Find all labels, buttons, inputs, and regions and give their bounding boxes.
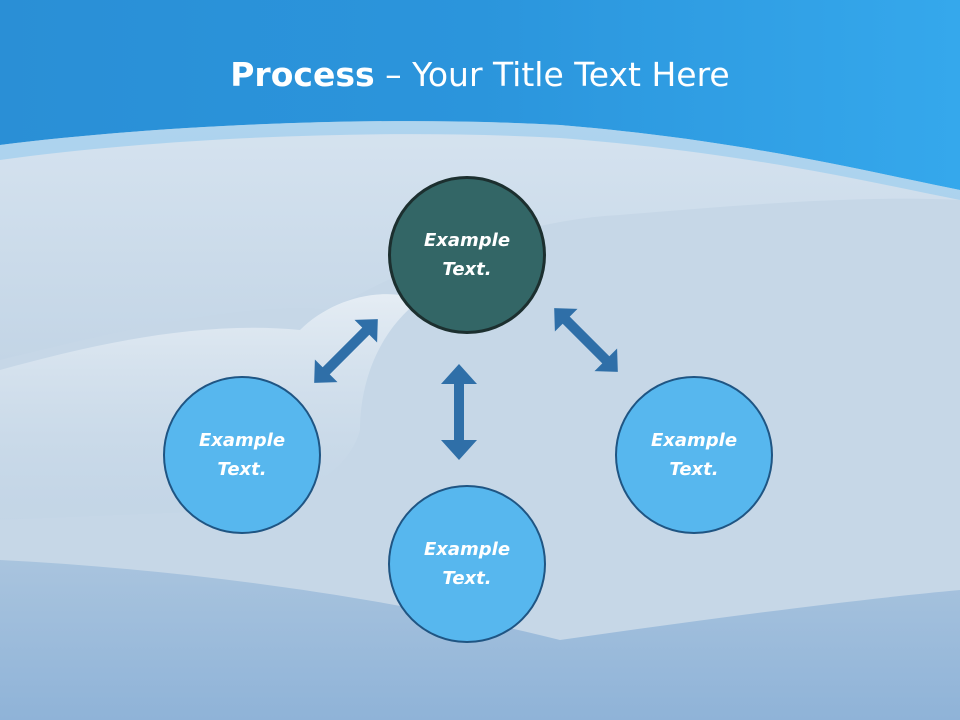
node-right-line1: Example	[650, 430, 738, 451]
node-left-line2: Text.	[217, 459, 267, 480]
node-left-line1: Example	[198, 430, 286, 451]
node-top-line2: Text.	[442, 259, 492, 280]
node-bottom-line2: Text.	[442, 568, 492, 589]
node-top-line1: Example	[423, 230, 511, 251]
title-bold: Process	[230, 55, 375, 94]
header-highlight	[0, 121, 960, 200]
double-arrow-right-icon	[554, 308, 618, 372]
header-band	[0, 0, 960, 190]
title-rest: – Your Title Text Here	[374, 55, 730, 94]
double-arrow-middle-icon	[441, 364, 477, 460]
node-right-line2: Text.	[669, 459, 719, 480]
double-arrow-left-icon	[314, 319, 378, 383]
node-bottom-line1: Example	[423, 539, 511, 560]
slide-title: Process – Your Title Text Here	[0, 52, 960, 98]
